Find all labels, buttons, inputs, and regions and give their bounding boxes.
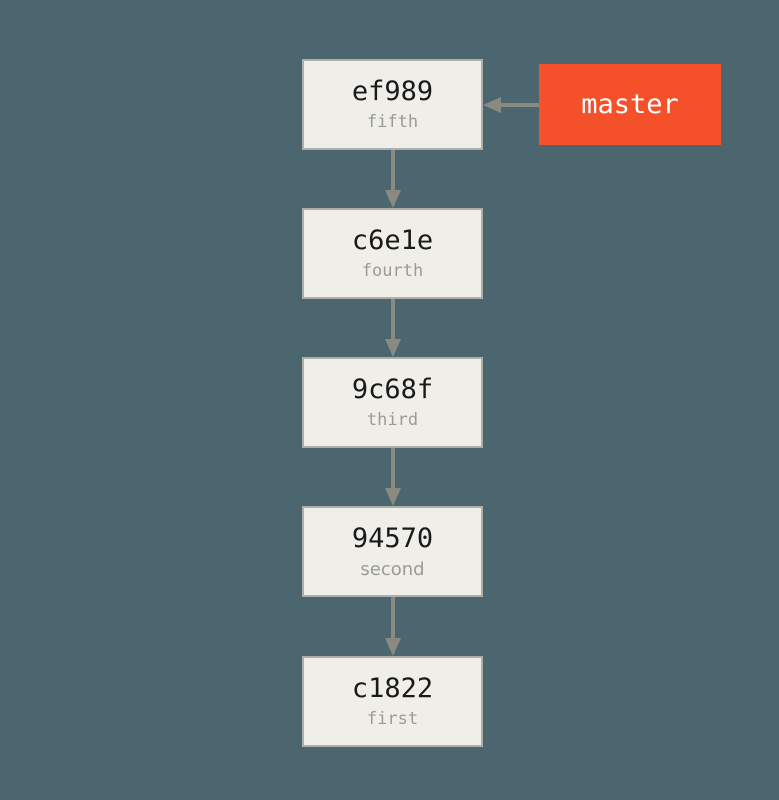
arrow-9c68f-to-94570-icon [383, 448, 403, 506]
branch-label-master[interactable]: master [539, 64, 721, 145]
branch-label-text: master [581, 89, 679, 120]
arrow-94570-to-c1822-icon [383, 597, 403, 656]
commit-node-94570[interactable]: 94570 second [302, 506, 483, 597]
commit-node-c6e1e[interactable]: c6e1e fourth [302, 208, 483, 299]
commit-hash: ef989 [351, 76, 434, 107]
commit-hash: 9c68f [351, 374, 434, 405]
commit-message: third [366, 410, 419, 430]
arrow-ef989-to-c6e1e-icon [383, 150, 403, 208]
commit-message: fifth [366, 112, 419, 132]
commit-message: fourth [361, 261, 424, 281]
arrow-c6e1e-to-9c68f-icon [383, 299, 403, 357]
commit-hash: c1822 [351, 673, 434, 704]
commit-message: first [366, 709, 419, 729]
commit-node-c1822[interactable]: c1822 first [302, 656, 483, 747]
commit-node-9c68f[interactable]: 9c68f third [302, 357, 483, 448]
arrow-master-to-ef989-icon [483, 95, 539, 115]
commit-node-ef989[interactable]: ef989 fifth [302, 59, 483, 150]
commit-message: second [360, 558, 425, 580]
commit-hash: 94570 [351, 522, 434, 554]
commit-hash: c6e1e [351, 225, 434, 256]
